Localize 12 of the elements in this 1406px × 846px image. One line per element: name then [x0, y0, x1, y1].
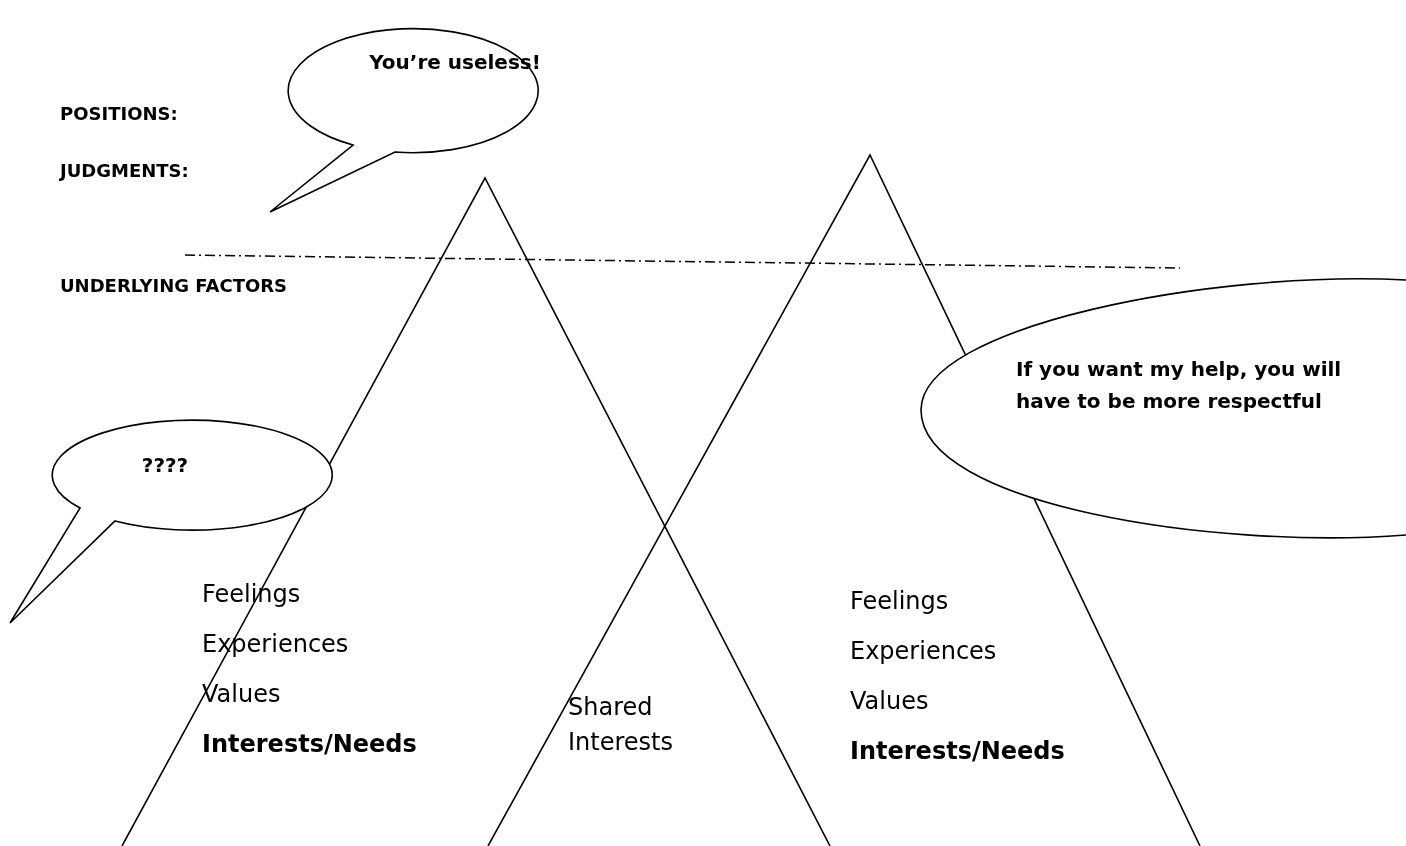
- list-item: Interests/Needs: [850, 737, 1065, 765]
- speech-text: If you want my help, you will have to be more respectful: [1016, 356, 1343, 415]
- level-label: JUDGMENTS:: [60, 160, 189, 181]
- list-item: Interests/Needs: [202, 730, 417, 758]
- list-item: Feelings: [850, 587, 949, 615]
- speech-text: ????: [140, 453, 190, 477]
- level-label: POSITIONS:: [60, 103, 178, 124]
- list-item: Values: [850, 687, 929, 715]
- list-item: Values: [202, 680, 281, 708]
- list-item: Experiences: [850, 637, 997, 665]
- level-label: UNDERLYING FACTORS: [60, 275, 288, 296]
- shared-label: Shared Interests: [568, 692, 674, 758]
